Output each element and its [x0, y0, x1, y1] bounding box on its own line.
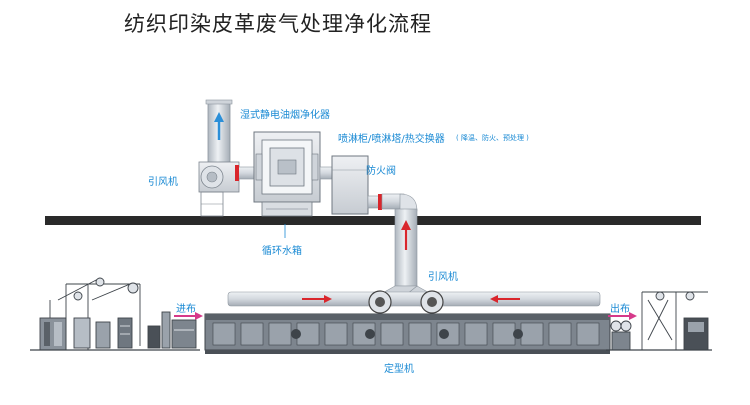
- label-fan-left: 引风机: [148, 177, 178, 188]
- label-wet-esp: 湿式静电油烟净化器: [240, 110, 330, 121]
- fire-valve-mark: [378, 194, 382, 210]
- fan-center-unit: [368, 290, 444, 314]
- horizontal-duct: [227, 291, 601, 307]
- label-spray-tower: 喷淋柜/喷淋塔/热交换器: [338, 134, 445, 145]
- page-title: 纺织印染皮革废气处理净化流程: [124, 12, 432, 36]
- right-output-machinery: [606, 291, 712, 351]
- label-fabric-in: 进布: [176, 304, 196, 315]
- label-spray-tower-note: ( 降温、防火、预处理 ): [456, 134, 529, 142]
- red-left-arrow-icon: [490, 295, 498, 303]
- fan-left-unit: [198, 161, 258, 217]
- riser-pipe: [381, 193, 418, 290]
- setting-machine: [204, 313, 611, 354]
- label-water-tank: 循环水箱: [262, 246, 302, 257]
- up-arrow-icon: [214, 112, 224, 122]
- label-setting-machine: 定型机: [384, 364, 414, 375]
- floor-beam: [45, 216, 701, 225]
- wet-esp-unit: [253, 131, 335, 217]
- label-fabric-out: 出布: [610, 304, 630, 315]
- red-up-arrow-icon: [401, 220, 411, 230]
- fabric-in-arrow: [174, 312, 203, 320]
- left-feed-machinery: [30, 277, 200, 351]
- exhaust-stack: [205, 99, 233, 165]
- spray-tower-unit: [331, 155, 383, 215]
- label-fire-valve: 防火阀: [366, 166, 396, 177]
- label-fan-center: 引风机: [428, 272, 458, 283]
- red-right-arrow-icon: [324, 295, 332, 303]
- fabric-out-arrow: [608, 312, 637, 320]
